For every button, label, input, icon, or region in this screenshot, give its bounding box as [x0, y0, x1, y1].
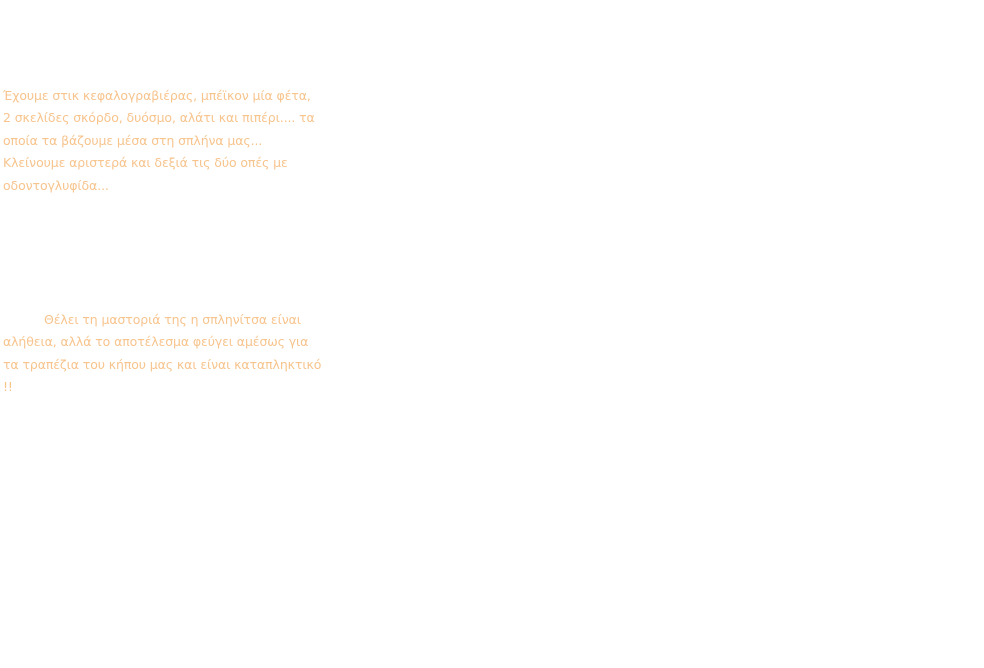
text-line: Κλείνουμε αριστερά και δεξιά τις δύο οπέ… [3, 155, 288, 171]
text-line: Θέλει τη μαστοριά της η σπληνίτσα είναι [44, 312, 301, 327]
recipe-paragraph-result: Θέλει τη μαστοριά της η σπληνίτσα είναι … [3, 309, 333, 399]
text-line: 2 σκελίδες σκόρδο, δυόσμο, αλάτι και πιπ… [3, 110, 315, 126]
text-line: τα τραπέζια του κήπου μας και είναι κατα… [3, 356, 322, 372]
text-line: οδοντογλυφίδα... [3, 177, 109, 193]
text-line: αλήθεια, αλλά το αποτέλεσμα φεύγει αμέσω… [3, 334, 309, 350]
recipe-paragraph-ingredients: Έχουμε στικ κεφαλογραβιέρας, μπέϊκον μία… [3, 85, 333, 197]
text-line: οποία τα βάζουμε μέσα στη σπλήνα μας... [3, 132, 263, 148]
text-line: !! [3, 379, 13, 395]
text-line: Έχουμε στικ κεφαλογραβιέρας, μπέϊκον μία… [3, 88, 311, 103]
